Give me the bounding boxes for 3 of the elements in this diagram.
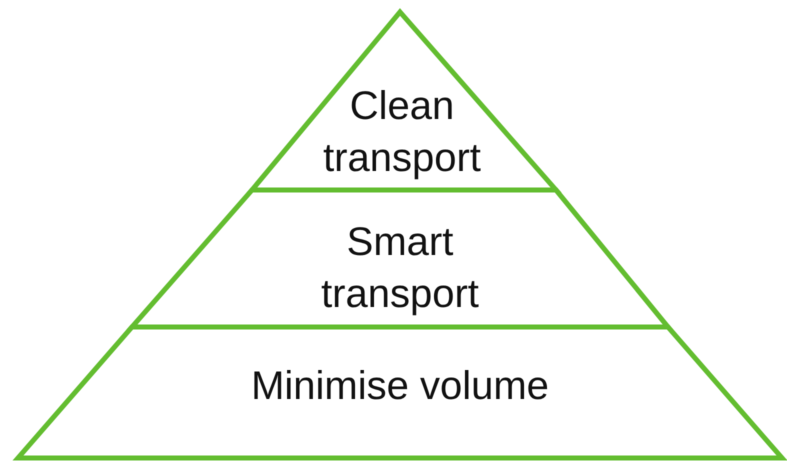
tier-label: Minimise volume xyxy=(250,363,550,410)
tier-label: Clean transport xyxy=(322,83,482,182)
tier-label: Smart transport xyxy=(320,219,480,318)
